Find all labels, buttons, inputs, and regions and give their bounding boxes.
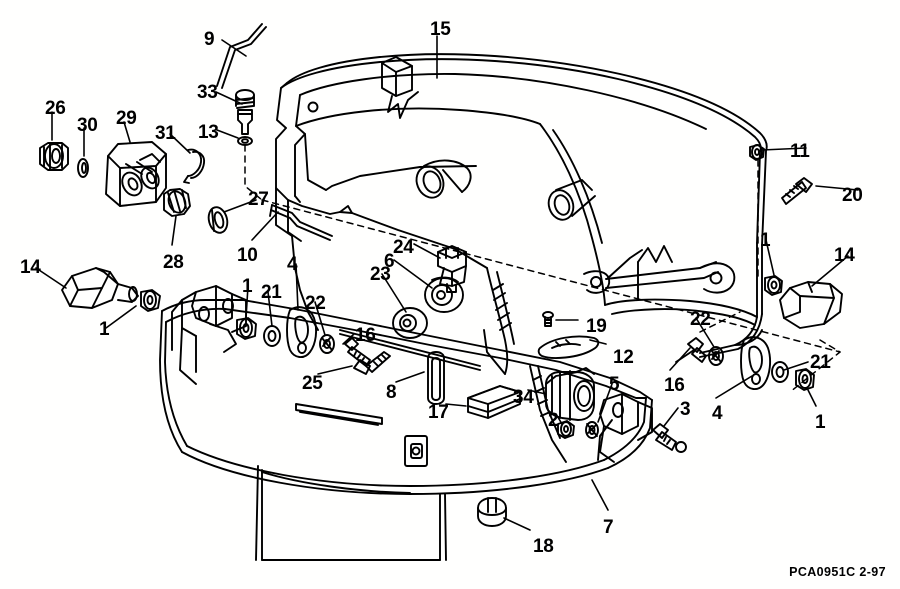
lower-cowl-shape [159, 285, 653, 561]
callout-15: 15 [430, 19, 451, 40]
callout-13: 13 [198, 122, 219, 143]
callout-14-left: 14 [20, 257, 41, 278]
callout-11: 11 [790, 141, 810, 162]
part-26-bushing [39, 142, 69, 171]
part-28-bushing [163, 188, 191, 217]
part-1-nut-b [236, 317, 257, 340]
part-34-fitting [545, 367, 595, 421]
callout-4-left: 4 [287, 254, 298, 275]
callout-5: 5 [609, 374, 620, 395]
part-4-latch-plate-left [286, 306, 318, 358]
assembly-guide-lines [244, 144, 841, 393]
part-1-nut-d [795, 368, 815, 391]
part-9-rod [216, 23, 267, 89]
callout-1-right: 1 [815, 412, 826, 433]
callout-29: 29 [116, 108, 137, 129]
callout-3: 3 [680, 399, 691, 420]
callout-22-left: 22 [305, 293, 326, 314]
callout-16-left: 16 [355, 325, 376, 346]
part-21-washer-b [771, 361, 789, 383]
callout-19: 19 [586, 316, 607, 337]
callout-1-left: 1 [99, 319, 110, 340]
callout-31: 31 [155, 123, 176, 144]
callout-23: 23 [370, 264, 391, 285]
part-11-nut [749, 144, 765, 161]
part-6-grommet [424, 276, 464, 313]
part-20-bolt [781, 177, 813, 205]
callout-8: 8 [386, 382, 397, 403]
part-14-handle-left [61, 267, 139, 309]
callout-27: 27 [248, 189, 269, 210]
callout-6: 6 [384, 251, 395, 272]
drawing-reference-code: PCA0951C 2-97 [789, 565, 886, 579]
callout-10: 10 [237, 245, 258, 266]
part-21-washer-a [263, 325, 281, 347]
callout-26: 26 [45, 98, 66, 119]
callout-18: 18 [533, 536, 554, 557]
callout-12: 12 [613, 347, 634, 368]
callout-9: 9 [204, 29, 215, 50]
part-2-nut [557, 420, 575, 439]
part-31-clip [183, 148, 206, 184]
callout-2: 2 [548, 410, 559, 431]
part-27-grommet [207, 206, 229, 234]
part-29-retainer [105, 141, 167, 207]
callout-20: 20 [842, 185, 863, 206]
part-14-handle-right [779, 281, 843, 329]
part-22-washer-a [319, 334, 335, 354]
callout-4-right: 4 [712, 403, 723, 424]
part-8-retainer [427, 351, 445, 405]
callout-21-left: 21 [261, 282, 282, 303]
callout-1-center-left: 1 [242, 276, 253, 297]
callout-34: 34 [513, 387, 534, 408]
upper-cowl-shape [275, 53, 768, 375]
part-4-latch-plate-right [740, 336, 772, 390]
callout-21-right: 21 [810, 352, 831, 373]
part-17-pad [467, 385, 521, 419]
callout-28: 28 [163, 252, 184, 273]
part-5-washer [585, 421, 599, 439]
callout-30: 30 [77, 115, 98, 136]
part-33-pin [235, 89, 255, 135]
leader-lines [35, 35, 859, 531]
part-1-nut-a [140, 289, 161, 312]
part-30-washer [77, 158, 89, 178]
callout-7: 7 [603, 517, 614, 538]
part-13-seal [237, 136, 253, 146]
part-22-washer-b [708, 346, 724, 366]
callout-1-upper-right: 1 [760, 230, 771, 251]
callout-14-right: 14 [834, 245, 855, 266]
callout-16-right: 16 [664, 375, 685, 396]
part-19-screw [542, 311, 554, 327]
part-25-screw [353, 351, 391, 375]
part-3-screw [652, 423, 687, 453]
callout-33: 33 [197, 82, 218, 103]
part-23-grommet [392, 307, 428, 339]
callout-25: 25 [302, 373, 323, 394]
callout-24: 24 [393, 237, 414, 258]
part-12-clip [537, 335, 600, 359]
part-18-plug [477, 497, 507, 527]
part-1-nut-c [764, 275, 783, 296]
part-10-rod [269, 204, 333, 241]
callout-17: 17 [428, 402, 449, 423]
callout-22-right: 22 [690, 309, 711, 330]
